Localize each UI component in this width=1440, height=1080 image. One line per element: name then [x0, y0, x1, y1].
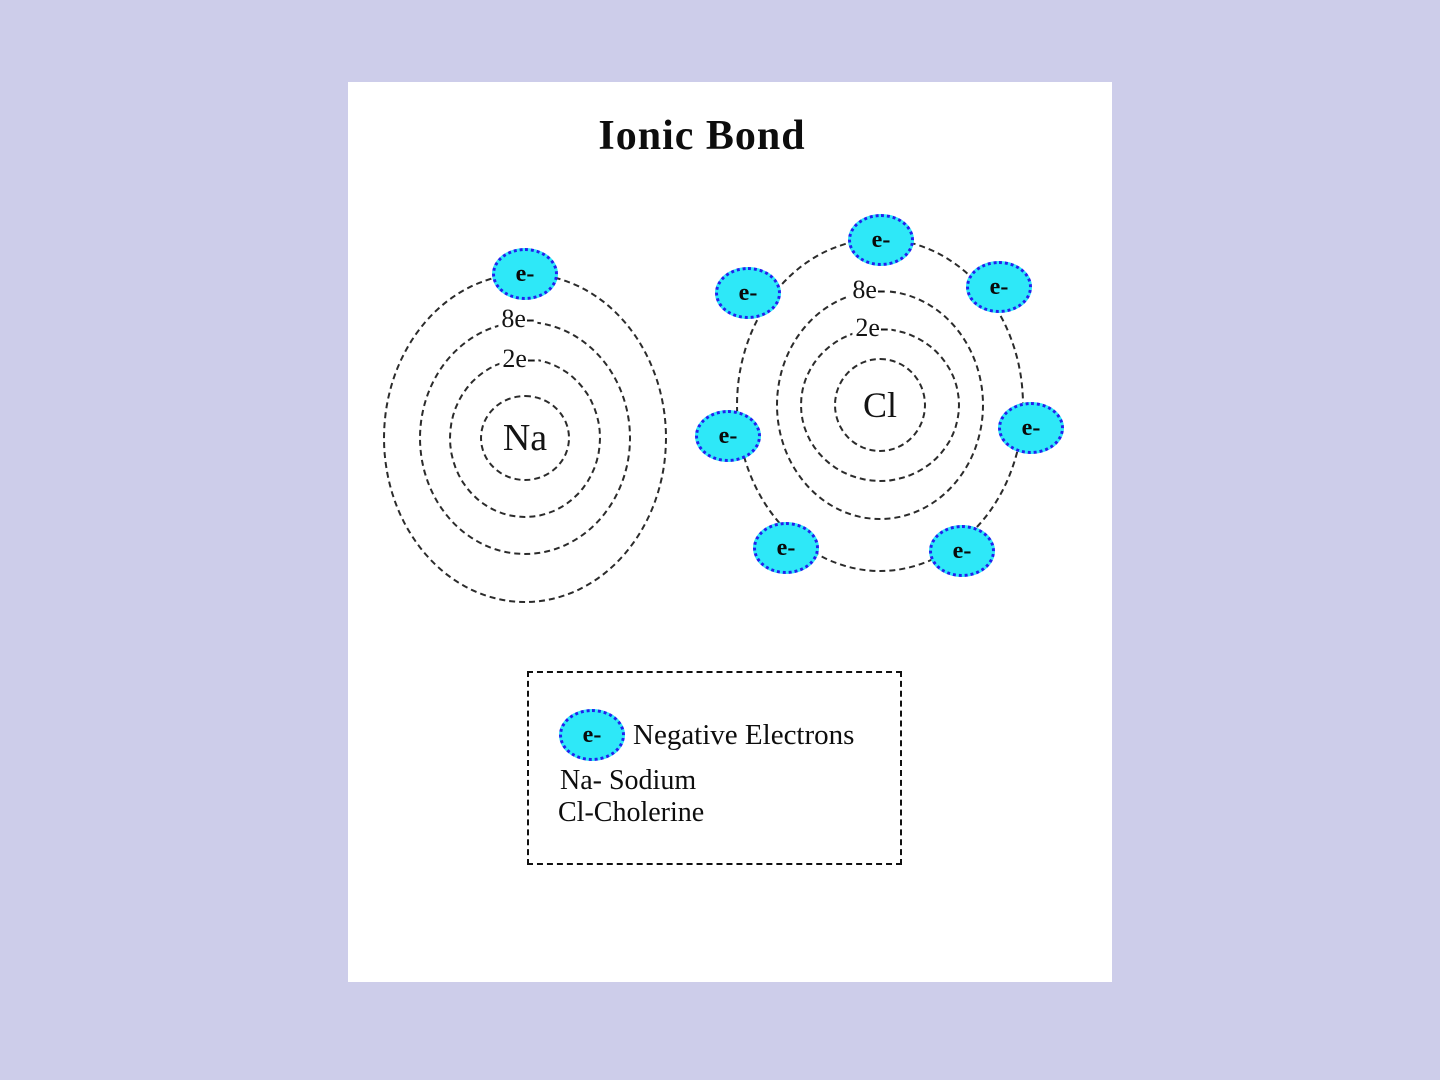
sodium-shell3-label: 8e- — [498, 306, 538, 332]
chlorine-valence-electron-icon: e- — [929, 525, 995, 577]
chlorine-valence-electron-icon: e- — [695, 410, 761, 462]
legend-electron-icon: e- — [559, 709, 625, 761]
sodium-symbol: Na — [502, 417, 548, 459]
chlorine-valence-electron-icon: e- — [998, 402, 1064, 454]
slide-canvas: Ionic Bond Na 8e- 2e- e- Cl 8e- 2e- e- e… — [348, 82, 1112, 982]
sodium-nucleus-circle: Na — [480, 395, 570, 481]
legend-electron-meaning: Negative Electrons — [633, 719, 855, 751]
legend-entry-chlorine: Cl-Cholerine — [558, 797, 705, 828]
chlorine-valence-electron-icon: e- — [848, 214, 914, 266]
legend-box: e- Negative Electrons Na- Sodium Cl-Chol… — [527, 671, 902, 865]
chlorine-valence-electron-icon: e- — [753, 522, 819, 574]
chlorine-valence-electron-icon: e- — [966, 261, 1032, 313]
sodium-valence-electron-icon: e- — [492, 248, 558, 300]
chlorine-shell3-label: 8e- — [849, 277, 889, 303]
chlorine-shell2-label: 2e- — [852, 315, 892, 341]
sodium-shell2-label: 2e- — [499, 346, 539, 372]
chlorine-valence-electron-icon: e- — [715, 267, 781, 319]
chlorine-symbol: Cl — [862, 385, 897, 425]
chlorine-nucleus-circle: Cl — [834, 358, 926, 452]
legend-entry-sodium: Na- Sodium — [560, 765, 697, 796]
diagram-title: Ionic Bond — [598, 113, 806, 159]
